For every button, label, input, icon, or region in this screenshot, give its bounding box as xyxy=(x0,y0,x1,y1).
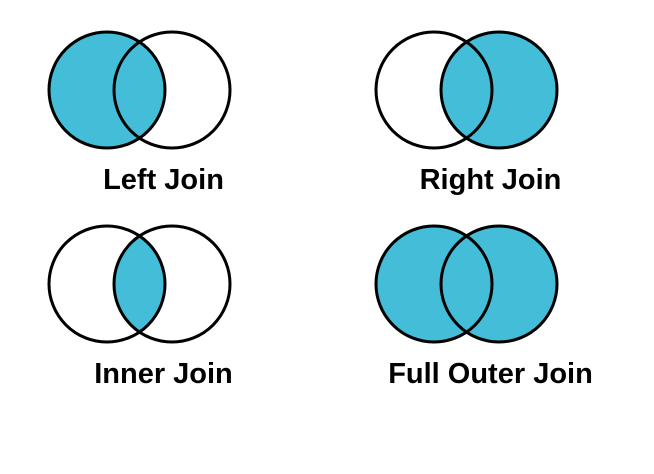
venn-cell-inner-join: Inner Join xyxy=(0,216,327,390)
caption-full-outer-join: Full Outer Join xyxy=(388,358,593,390)
right-circle-outline xyxy=(439,30,558,150)
venn-diagram-left-join xyxy=(47,30,231,150)
venn-cell-right-join: Right Join xyxy=(327,22,654,196)
right-circle-outline xyxy=(112,224,231,344)
venn-cell-left-join: Left Join xyxy=(0,22,327,196)
intersection-fill xyxy=(113,32,165,148)
caption-left-join: Left Join xyxy=(103,164,224,196)
left-circle-outline xyxy=(47,224,166,344)
right-circle-outline xyxy=(439,224,558,344)
venn-diagram-inner-join xyxy=(47,224,231,344)
left-circle-outline xyxy=(47,30,166,150)
right-circle-fill xyxy=(440,226,557,342)
left-circle-outline xyxy=(374,224,493,344)
caption-inner-join: Inner Join xyxy=(94,358,233,390)
left-circle-outline xyxy=(374,30,493,150)
right-circle-outline xyxy=(112,30,231,150)
caption-right-join: Right Join xyxy=(419,164,562,196)
intersection-fill xyxy=(113,226,165,342)
right-circle-fill xyxy=(440,32,557,148)
venn-diagram-right-join xyxy=(374,30,558,150)
venn-diagram-full-outer-join xyxy=(374,224,558,344)
venn-cell-full-outer-join: Full Outer Join xyxy=(327,216,654,390)
